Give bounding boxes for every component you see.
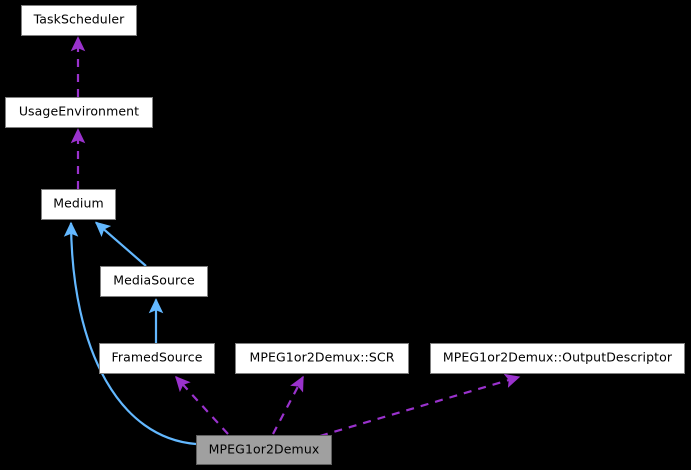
- class-node-label: UsageEnvironment: [18, 103, 140, 119]
- class-node-task-scheduler[interactable]: TaskScheduler: [21, 5, 137, 36]
- class-node-mpeg1or2demux-scr[interactable]: MPEG1or2Demux::SCR: [235, 343, 409, 374]
- class-node-label: MPEG1or2Demux: [208, 441, 320, 457]
- class-node-medium[interactable]: Medium: [41, 189, 116, 220]
- class-node-label: Medium: [53, 195, 104, 211]
- class-node-mpeg1or2demux[interactable]: MPEG1or2Demux: [196, 435, 332, 465]
- class-node-media-source[interactable]: MediaSource: [100, 266, 208, 297]
- class-node-label: MPEG1or2Demux::OutputDescriptor: [442, 349, 673, 365]
- edge-mpeg1or2demux-medium: [63, 221, 197, 446]
- edge-mediasource-medium: [94, 221, 147, 267]
- class-node-mpeg1or2demux-outputdescriptor[interactable]: MPEG1or2Demux::OutputDescriptor: [430, 343, 685, 374]
- edge-mpeg1or2demux-outputdescriptor: [319, 373, 521, 438]
- class-node-label: MediaSource: [113, 272, 195, 288]
- edge-mpeg1or2demux-framedsource: [175, 375, 229, 435]
- class-node-usage-environment[interactable]: UsageEnvironment: [5, 97, 153, 128]
- class-node-framed-source[interactable]: FramedSource: [99, 343, 215, 374]
- class-node-label: MPEG1or2Demux::SCR: [249, 349, 395, 365]
- edge-mpeg1or2demux-scr: [272, 375, 304, 435]
- class-node-label: FramedSource: [111, 349, 203, 365]
- class-node-label: TaskScheduler: [33, 11, 125, 27]
